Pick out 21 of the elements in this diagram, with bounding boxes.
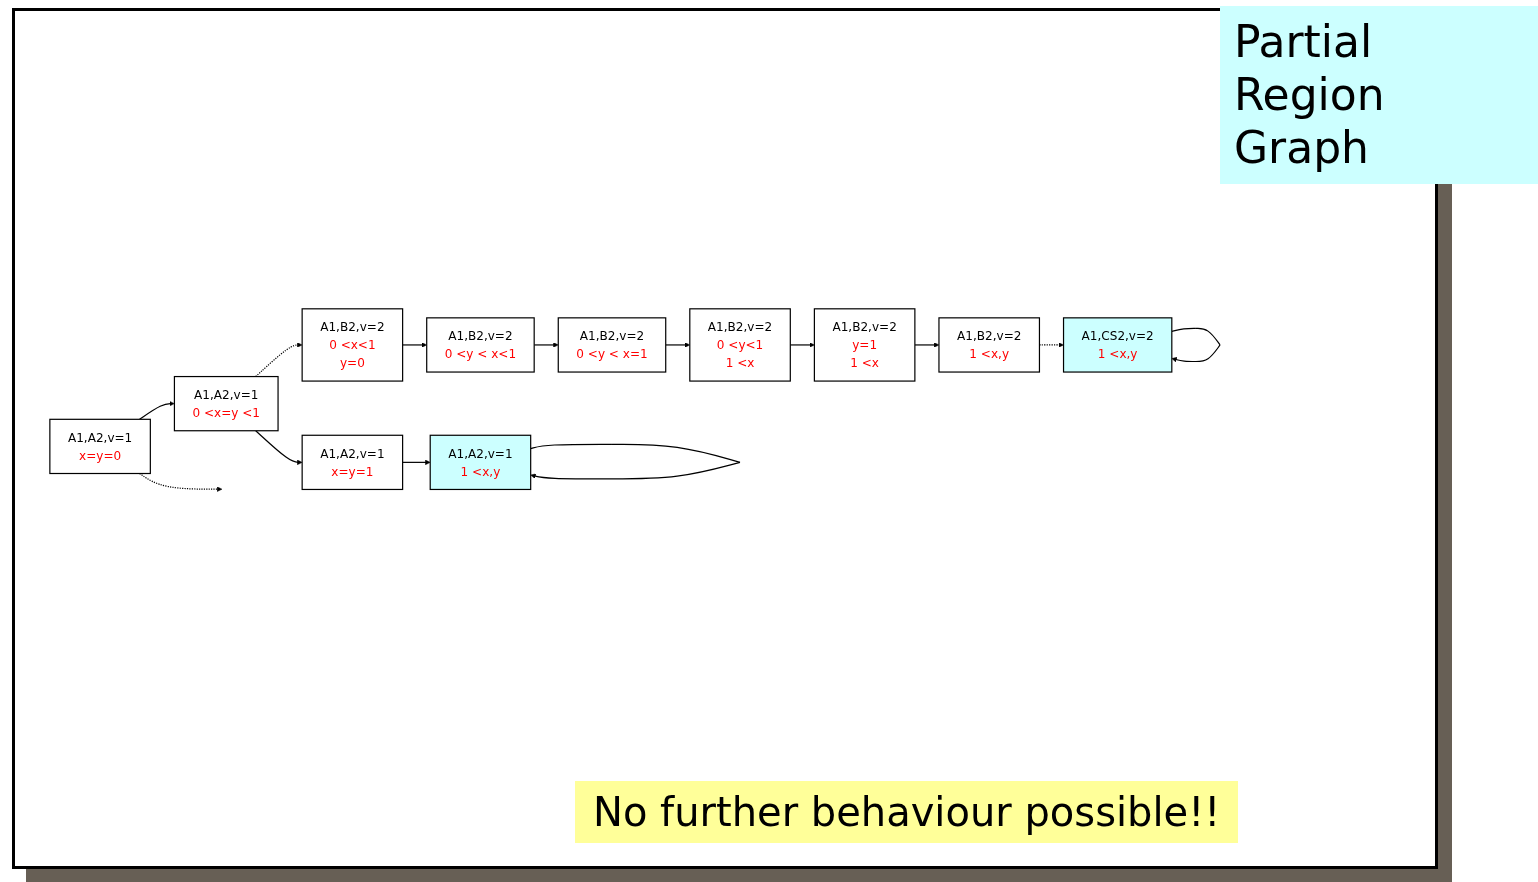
node-box: A1,A2,v=1 0 <x=y <1 [173,375,279,432]
arrow [255,430,303,465]
arrow [530,443,741,480]
arrow [402,459,431,465]
arrow [1171,327,1221,363]
arrow [402,342,427,348]
arrow [138,400,175,420]
node-box: A1,A2,v=1 x=y=0 [49,418,151,474]
node-box: A1,B2,v=2 0 <y < x=1 [557,317,667,373]
node-box: A1,B2,v=2 0 <x<1 y=0 [301,308,404,382]
arrow [255,342,303,378]
node-box: A1,A2,v=1 x=y=1 [301,434,404,490]
arrow [138,472,223,492]
node-box: A1,B2,v=2 0 <y<1 1 <x [689,308,791,382]
node-box: A1,A2,v=1 1 <x,y [429,434,532,490]
node-box: A1,CS2,v=2 1 <x,y [1062,317,1173,373]
node-box: A1,B2,v=2 y=1 1 <x [813,308,916,382]
node-box: A1,B2,v=2 0 <y < x<1 [426,317,535,373]
title: Partial Region Graph [1220,6,1538,185]
node-box: A1,B2,v=2 1 <x,y [938,317,1041,373]
note: No further behaviour possible!! [575,781,1239,843]
